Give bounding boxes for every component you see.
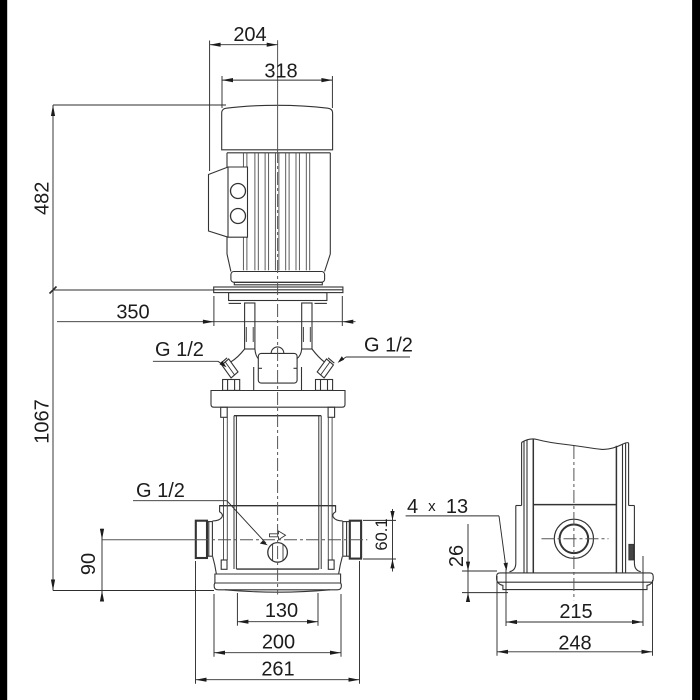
svg-text:204: 204	[233, 24, 266, 46]
svg-text:90: 90	[78, 553, 100, 575]
svg-text:G 1/2: G 1/2	[136, 480, 185, 502]
svg-text:4: 4	[407, 496, 418, 518]
svg-text:215: 215	[559, 601, 592, 623]
svg-text:1067: 1067	[32, 399, 54, 444]
svg-text:482: 482	[32, 182, 54, 215]
svg-text:26: 26	[446, 545, 468, 567]
svg-text:x: x	[428, 498, 436, 515]
svg-text:318: 318	[264, 61, 297, 83]
svg-text:261: 261	[261, 659, 294, 681]
svg-text:13: 13	[446, 496, 468, 518]
svg-text:130: 130	[265, 600, 298, 622]
svg-text:350: 350	[116, 302, 149, 324]
svg-text:60.1: 60.1	[373, 518, 391, 550]
svg-text:200: 200	[262, 632, 295, 654]
svg-text:248: 248	[558, 633, 591, 655]
svg-text:G 1/2: G 1/2	[364, 335, 413, 357]
svg-text:G 1/2: G 1/2	[155, 339, 204, 361]
